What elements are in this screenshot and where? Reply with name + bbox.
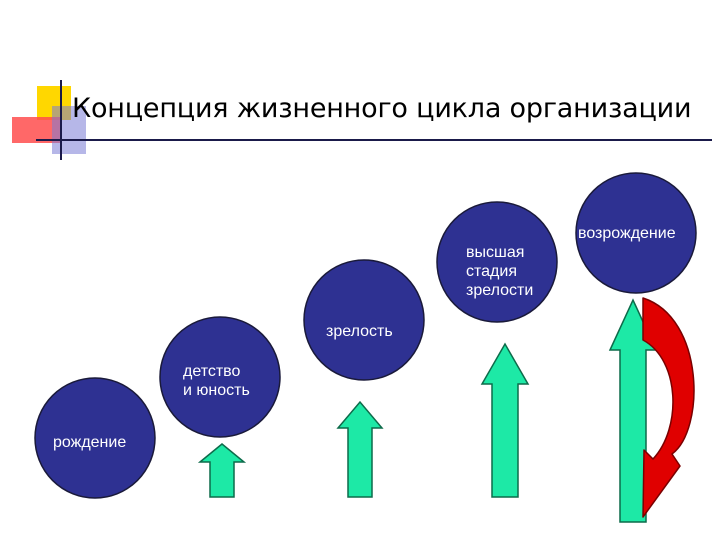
stage-circle-revival xyxy=(575,172,697,294)
title-decoration xyxy=(12,80,712,160)
stage-label-birth: рождение xyxy=(53,434,127,451)
stage-circle-birth xyxy=(34,377,156,499)
stage-circle-childhood xyxy=(159,316,281,438)
stage-label-maturity: зрелость xyxy=(326,323,393,340)
growth-arrow-2 xyxy=(336,400,384,498)
revival-curved-arrow xyxy=(642,297,695,518)
growth-arrow-1 xyxy=(197,443,247,498)
stage-label-childhood: детство и юность xyxy=(183,363,250,399)
blue-square-decor xyxy=(52,106,86,154)
growth-arrow-3 xyxy=(480,342,530,498)
stage-label-peak: высшая стадия зрелости xyxy=(466,244,534,299)
stage-label-revival: возрождение xyxy=(578,225,676,242)
stage-circle-maturity xyxy=(303,259,425,381)
page-title: Концепция жизненного цикла организации xyxy=(72,93,692,124)
stage-circle-peak xyxy=(436,201,558,323)
